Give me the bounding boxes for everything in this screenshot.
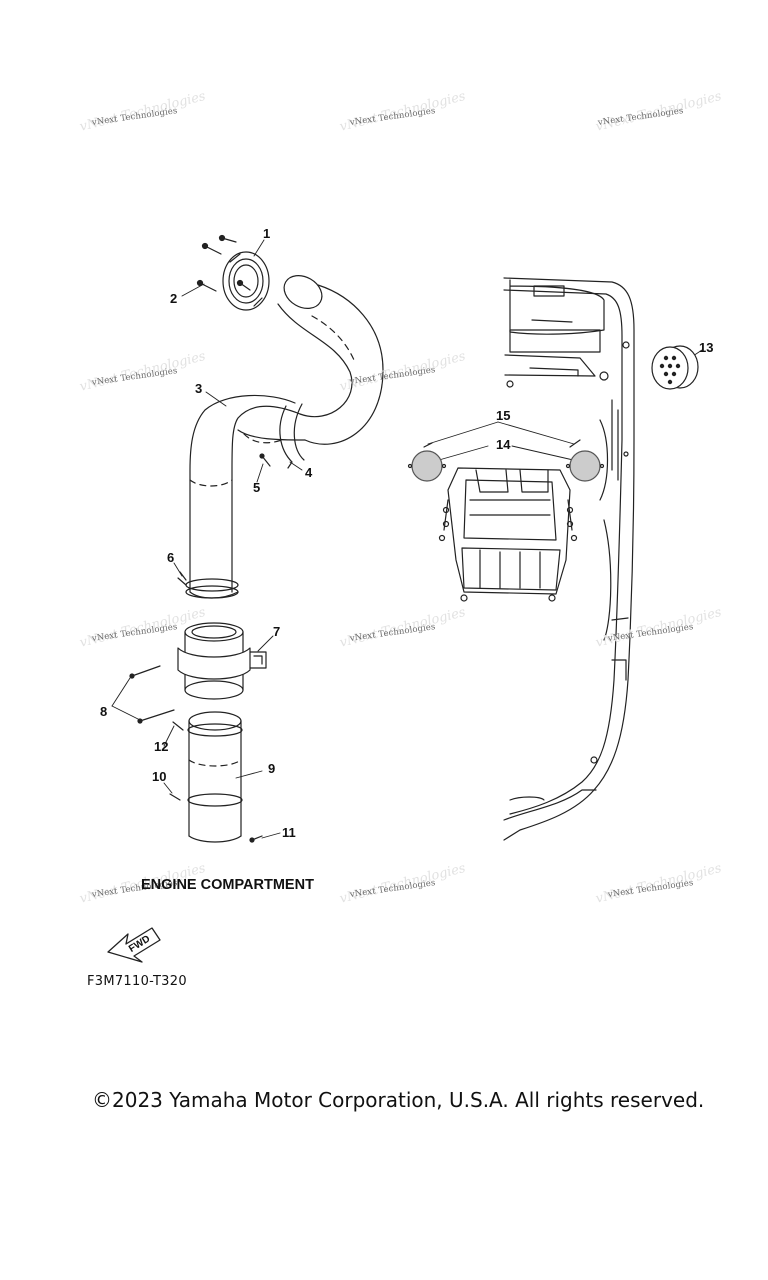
hose-holder-part bbox=[177, 622, 267, 700]
callout-11: 11 bbox=[282, 825, 296, 840]
callout-14: 14 bbox=[496, 437, 511, 452]
callout-6: 6 bbox=[167, 550, 175, 565]
vent-hose-part bbox=[189, 275, 384, 599]
hull-outline bbox=[503, 277, 635, 841]
callout-15: 15 bbox=[496, 408, 511, 423]
clamp-part-6 bbox=[177, 571, 239, 599]
fwd-arrow-icon: FWD bbox=[107, 927, 161, 963]
engine-tray-part bbox=[438, 467, 578, 602]
callout-1: 1 bbox=[263, 226, 271, 241]
callout-5: 5 bbox=[253, 480, 261, 495]
copyright-notice: ©2023 Yamaha Motor Corporation, U.S.A. A… bbox=[92, 1088, 705, 1112]
lower-hose-part bbox=[169, 711, 243, 843]
callout-10: 10 bbox=[152, 769, 167, 784]
section-label: ENGINE COMPARTMENT bbox=[141, 877, 314, 893]
callout-2: 2 bbox=[170, 291, 178, 306]
callout-8: 8 bbox=[100, 704, 108, 719]
screw-parts-8 bbox=[129, 665, 175, 724]
mesh-grille-parts bbox=[407, 439, 605, 482]
round-grille-part bbox=[651, 345, 699, 390]
callout-7: 7 bbox=[273, 624, 281, 639]
screw-parts bbox=[196, 234, 251, 292]
callout-4: 4 bbox=[305, 465, 313, 480]
callout-13: 13 bbox=[699, 340, 714, 355]
small-screw-part-5 bbox=[259, 453, 271, 467]
callout-9: 9 bbox=[268, 761, 276, 776]
screw-part-11 bbox=[249, 835, 263, 843]
diagram-code: F3M7110-T320 bbox=[87, 974, 187, 989]
callout-3: 3 bbox=[195, 381, 203, 396]
vent-cover-part bbox=[222, 251, 270, 311]
callout-12: 12 bbox=[154, 739, 169, 754]
leader-lines bbox=[111, 239, 703, 839]
